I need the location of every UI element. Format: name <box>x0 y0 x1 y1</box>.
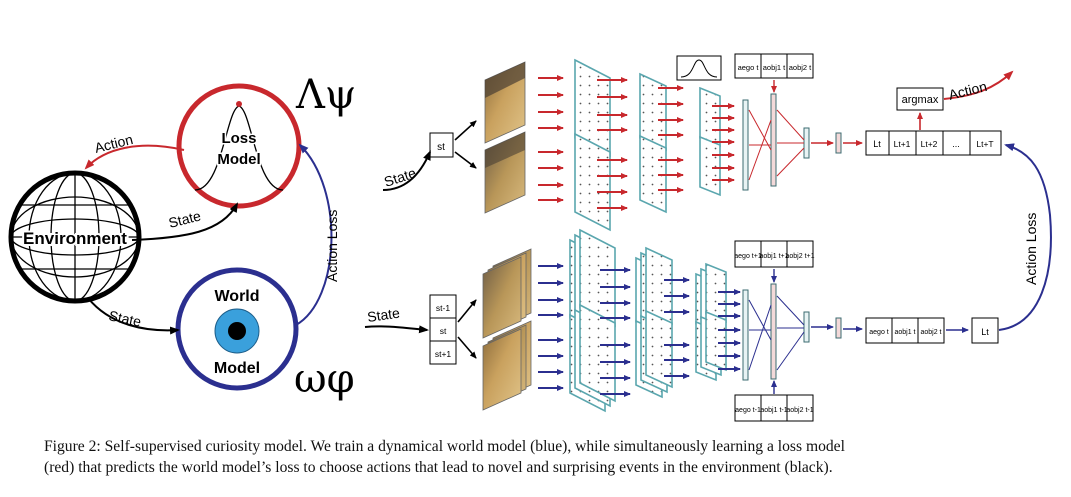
action-label-left: Action <box>93 131 135 156</box>
prev-action-obj2: aobj2 t-1 <box>786 407 813 414</box>
loss-cell-2: Lt+2 <box>921 139 938 149</box>
top-action-obj2: aobj2 t <box>789 63 812 72</box>
top-action-obj1: aobj1 t <box>763 63 786 72</box>
top-state-box <box>429 132 454 158</box>
top-conv2-lower <box>639 134 667 214</box>
bottom-state-curr: st <box>440 326 447 336</box>
state-arrow-to-world <box>87 297 180 335</box>
bottom-state-arrow <box>364 325 429 334</box>
top-fc-2 <box>770 93 777 187</box>
state-label-to-world: State <box>107 307 143 329</box>
action-loss-arrow-left <box>295 143 333 326</box>
top-state-text: st <box>437 142 445 153</box>
bottom-action-row-prev: aego t-1 aobj1 t-1 aobj2 t-1 <box>734 394 814 422</box>
bottom-fc-1 <box>742 289 749 381</box>
bot-conv3-lower-2 <box>705 310 727 372</box>
loss-model-peak-dot <box>236 101 242 107</box>
bottom-fork-up <box>457 299 477 323</box>
bottom-loss-box <box>971 317 999 344</box>
top-fc-3 <box>803 127 810 159</box>
bottom-fc-2 <box>770 283 777 380</box>
loss-cell-4: Lt+T <box>976 139 993 149</box>
bottom-action-row-next: aego t+1 aobj1 t+1 aobj2 t+1 <box>734 240 815 268</box>
bottom-input-image-stack-2 <box>482 320 532 411</box>
left-panel: Environment Loss Model Λψ World Model ωφ… <box>8 72 356 402</box>
top-state-arrow <box>382 150 431 191</box>
top-action-row: aego t aobj1 t aobj2 t <box>734 53 814 79</box>
omega-phi-symbol: ωφ <box>294 356 355 402</box>
bottom-action-row-current: aego t aobj1 t aobj2 t <box>865 317 945 344</box>
top-conv1-lower <box>574 132 611 232</box>
caption-line-2: (red) that predicts the world model’s lo… <box>44 459 833 476</box>
action-loss-label-left: Action Loss <box>324 210 340 282</box>
bot-conv2-lower-2 <box>645 309 673 389</box>
prev-action-obj1: aobj1 t-1 <box>760 407 787 414</box>
loss-network: st State aego t aobj1 t aobj2 t <box>382 53 1014 232</box>
bottom-fork-down <box>457 336 477 359</box>
world-model-label-2: Model <box>214 360 260 377</box>
action-arrow-left <box>84 144 185 170</box>
argmax-box <box>896 87 944 111</box>
next-action-obj2: aobj2 t+1 <box>786 253 815 260</box>
bottom-loss-text: Lt <box>981 327 989 337</box>
bottom-state-next: st+1 <box>435 349 452 359</box>
top-fork-up <box>454 120 477 141</box>
world-model-label-1: World <box>214 288 259 305</box>
environment-label: Environment <box>23 229 127 248</box>
world-model-circle: World Model <box>175 267 299 391</box>
top-fork-down <box>454 151 477 169</box>
caption-line-1: Figure 2: Self-supervised curiosity mode… <box>44 438 845 455</box>
curr-action-obj2: aobj2 t <box>920 329 941 336</box>
curr-action-ego: aego t <box>869 329 889 336</box>
loss-cell-3: ... <box>952 139 960 149</box>
bottom-state-label: State <box>366 305 401 325</box>
curiosity-model-diagram: Environment Loss Model Λψ World Model ωφ… <box>8 53 1052 422</box>
top-action-ego: aego t <box>738 63 760 72</box>
top-input-image-1 <box>484 61 526 144</box>
top-input-image-2 <box>484 131 526 214</box>
bottom-state-prev: st-1 <box>436 303 450 313</box>
world-model-pupil <box>228 322 246 340</box>
top-distribution-curve <box>680 59 718 78</box>
top-conv3-lower <box>699 135 721 197</box>
prev-action-ego: aego t-1 <box>735 407 761 414</box>
action-loss-arrow-right <box>998 143 1052 331</box>
loss-cell-1: Lt+1 <box>894 139 911 149</box>
top-fc-1 <box>742 99 749 191</box>
bottom-fc-4 <box>835 317 842 339</box>
state-arrow-to-loss <box>131 202 238 241</box>
bottom-state-stack: st-1 st st+1 <box>429 294 457 365</box>
loss-sequence-row: Lt Lt+1 Lt+2 ... Lt+T <box>865 130 1002 156</box>
next-action-obj1: aobj1 t+1 <box>760 253 789 260</box>
top-action-output-label: Action <box>947 78 989 103</box>
top-fc-4 <box>835 132 842 154</box>
loss-model-label-1: Loss <box>221 130 256 147</box>
environment-globe: Environment <box>8 170 142 304</box>
argmax-label: argmax <box>902 94 939 106</box>
loss-model-circle: Loss Model <box>176 83 302 209</box>
loss-model-label-2: Model <box>217 151 260 168</box>
next-action-ego: aego t+1 <box>734 253 762 260</box>
lambda-psi-symbol: Λψ <box>295 72 356 118</box>
state-label-to-loss: State <box>167 207 203 230</box>
curr-action-obj1: aobj1 t <box>894 329 915 336</box>
figure-caption: Figure 2: Self-supervised curiosity mode… <box>44 436 1044 478</box>
top-action-output-arrow <box>943 70 1014 100</box>
loss-cell-0: Lt <box>873 139 881 149</box>
bottom-fc-3 <box>803 311 810 343</box>
world-network: st-1 st st+1 State aego t+1 aobj1 t+1 ao <box>364 143 1052 422</box>
bottom-input-image-stack-1 <box>482 248 532 339</box>
action-loss-label-right: Action Loss <box>1023 213 1039 285</box>
